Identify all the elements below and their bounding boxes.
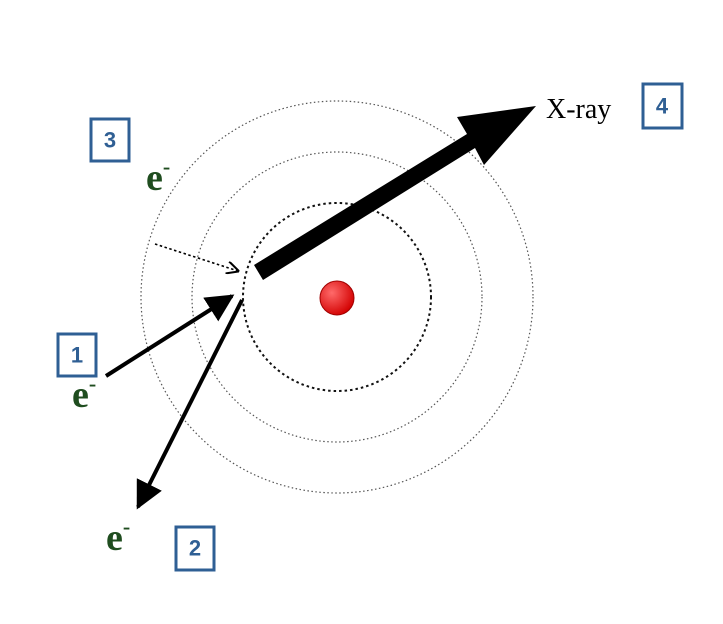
incoming-electron-label: e- [72,371,96,416]
step-box-4: 4 [641,82,684,130]
xray-arrow-icon [254,106,536,280]
middle-shell [191,151,483,443]
incoming-electron-arrow-icon [104,294,235,378]
xray-label: X-ray [546,94,611,125]
svg-text:3: 3 [104,128,116,153]
ejected-electron-symbol: e [106,517,123,559]
outer-shell [140,100,534,494]
outer-electron-charge: - [163,154,170,179]
outer-electron-symbol: e [146,157,163,199]
nucleus-icon [319,280,355,316]
step-box-3: 3 [89,117,131,163]
transition-arrow-icon [154,243,238,271]
inner-shell [242,202,432,392]
ejected-electron-arrow-icon [136,299,244,510]
svg-text:2: 2 [189,536,201,561]
step-box-2: 2 [174,525,216,572]
incoming-electron-charge: - [89,371,96,396]
outer-electron-label: e- [146,154,170,199]
ejected-electron-label: e- [106,514,130,559]
svg-text:4: 4 [656,94,669,119]
incoming-electron-symbol: e [72,374,89,416]
svg-text:1: 1 [71,343,83,368]
step-box-1: 1 [56,332,98,378]
ejected-electron-charge: - [123,514,130,539]
